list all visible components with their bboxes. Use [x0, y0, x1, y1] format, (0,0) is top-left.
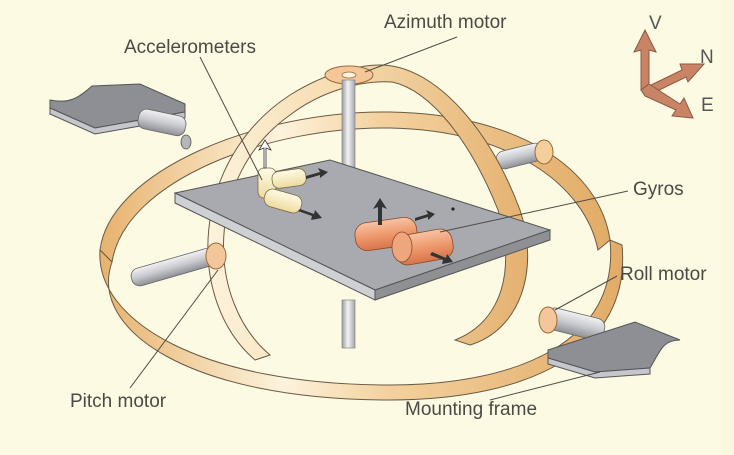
gyros	[354, 198, 454, 266]
label-roll-motor: Roll motor	[620, 264, 707, 285]
label-gyros: Gyros	[633, 179, 684, 200]
inner-gimbal	[207, 64, 529, 361]
leader-mounting-frame	[489, 371, 601, 401]
leader-azimuth-motor	[364, 36, 458, 73]
pitch-shaft	[130, 247, 218, 287]
leader-pitch-motor	[129, 269, 219, 389]
right-mounting-frame	[538, 306, 681, 379]
leader-lines	[129, 36, 629, 401]
east-arrow-icon	[640, 83, 694, 119]
leader-accelerometers	[199, 56, 263, 181]
leader-roll-motor	[554, 275, 618, 311]
label-accelerometers: Accelerometers	[124, 37, 256, 58]
azimuth-axis-pole-lower	[341, 299, 356, 349]
compass-label-e: E	[701, 95, 714, 116]
pitch-motor-disc	[205, 242, 227, 270]
label-pitch-motor: Pitch motor	[70, 391, 167, 412]
leader-gyros	[439, 190, 629, 233]
compass-label-v: V	[649, 13, 662, 34]
label-azimuth-motor: Azimuth motor	[384, 12, 507, 33]
accelerometers	[257, 139, 328, 220]
compass-axes	[633, 28, 706, 119]
roll-motor-disc	[538, 306, 558, 334]
outer-gimbal-front	[99, 239, 624, 401]
vertical-arrow-icon	[633, 28, 657, 91]
compass-label-n: N	[700, 47, 714, 68]
label-mounting-frame: Mounting frame	[405, 399, 538, 420]
left-mounting-frame	[49, 83, 192, 150]
